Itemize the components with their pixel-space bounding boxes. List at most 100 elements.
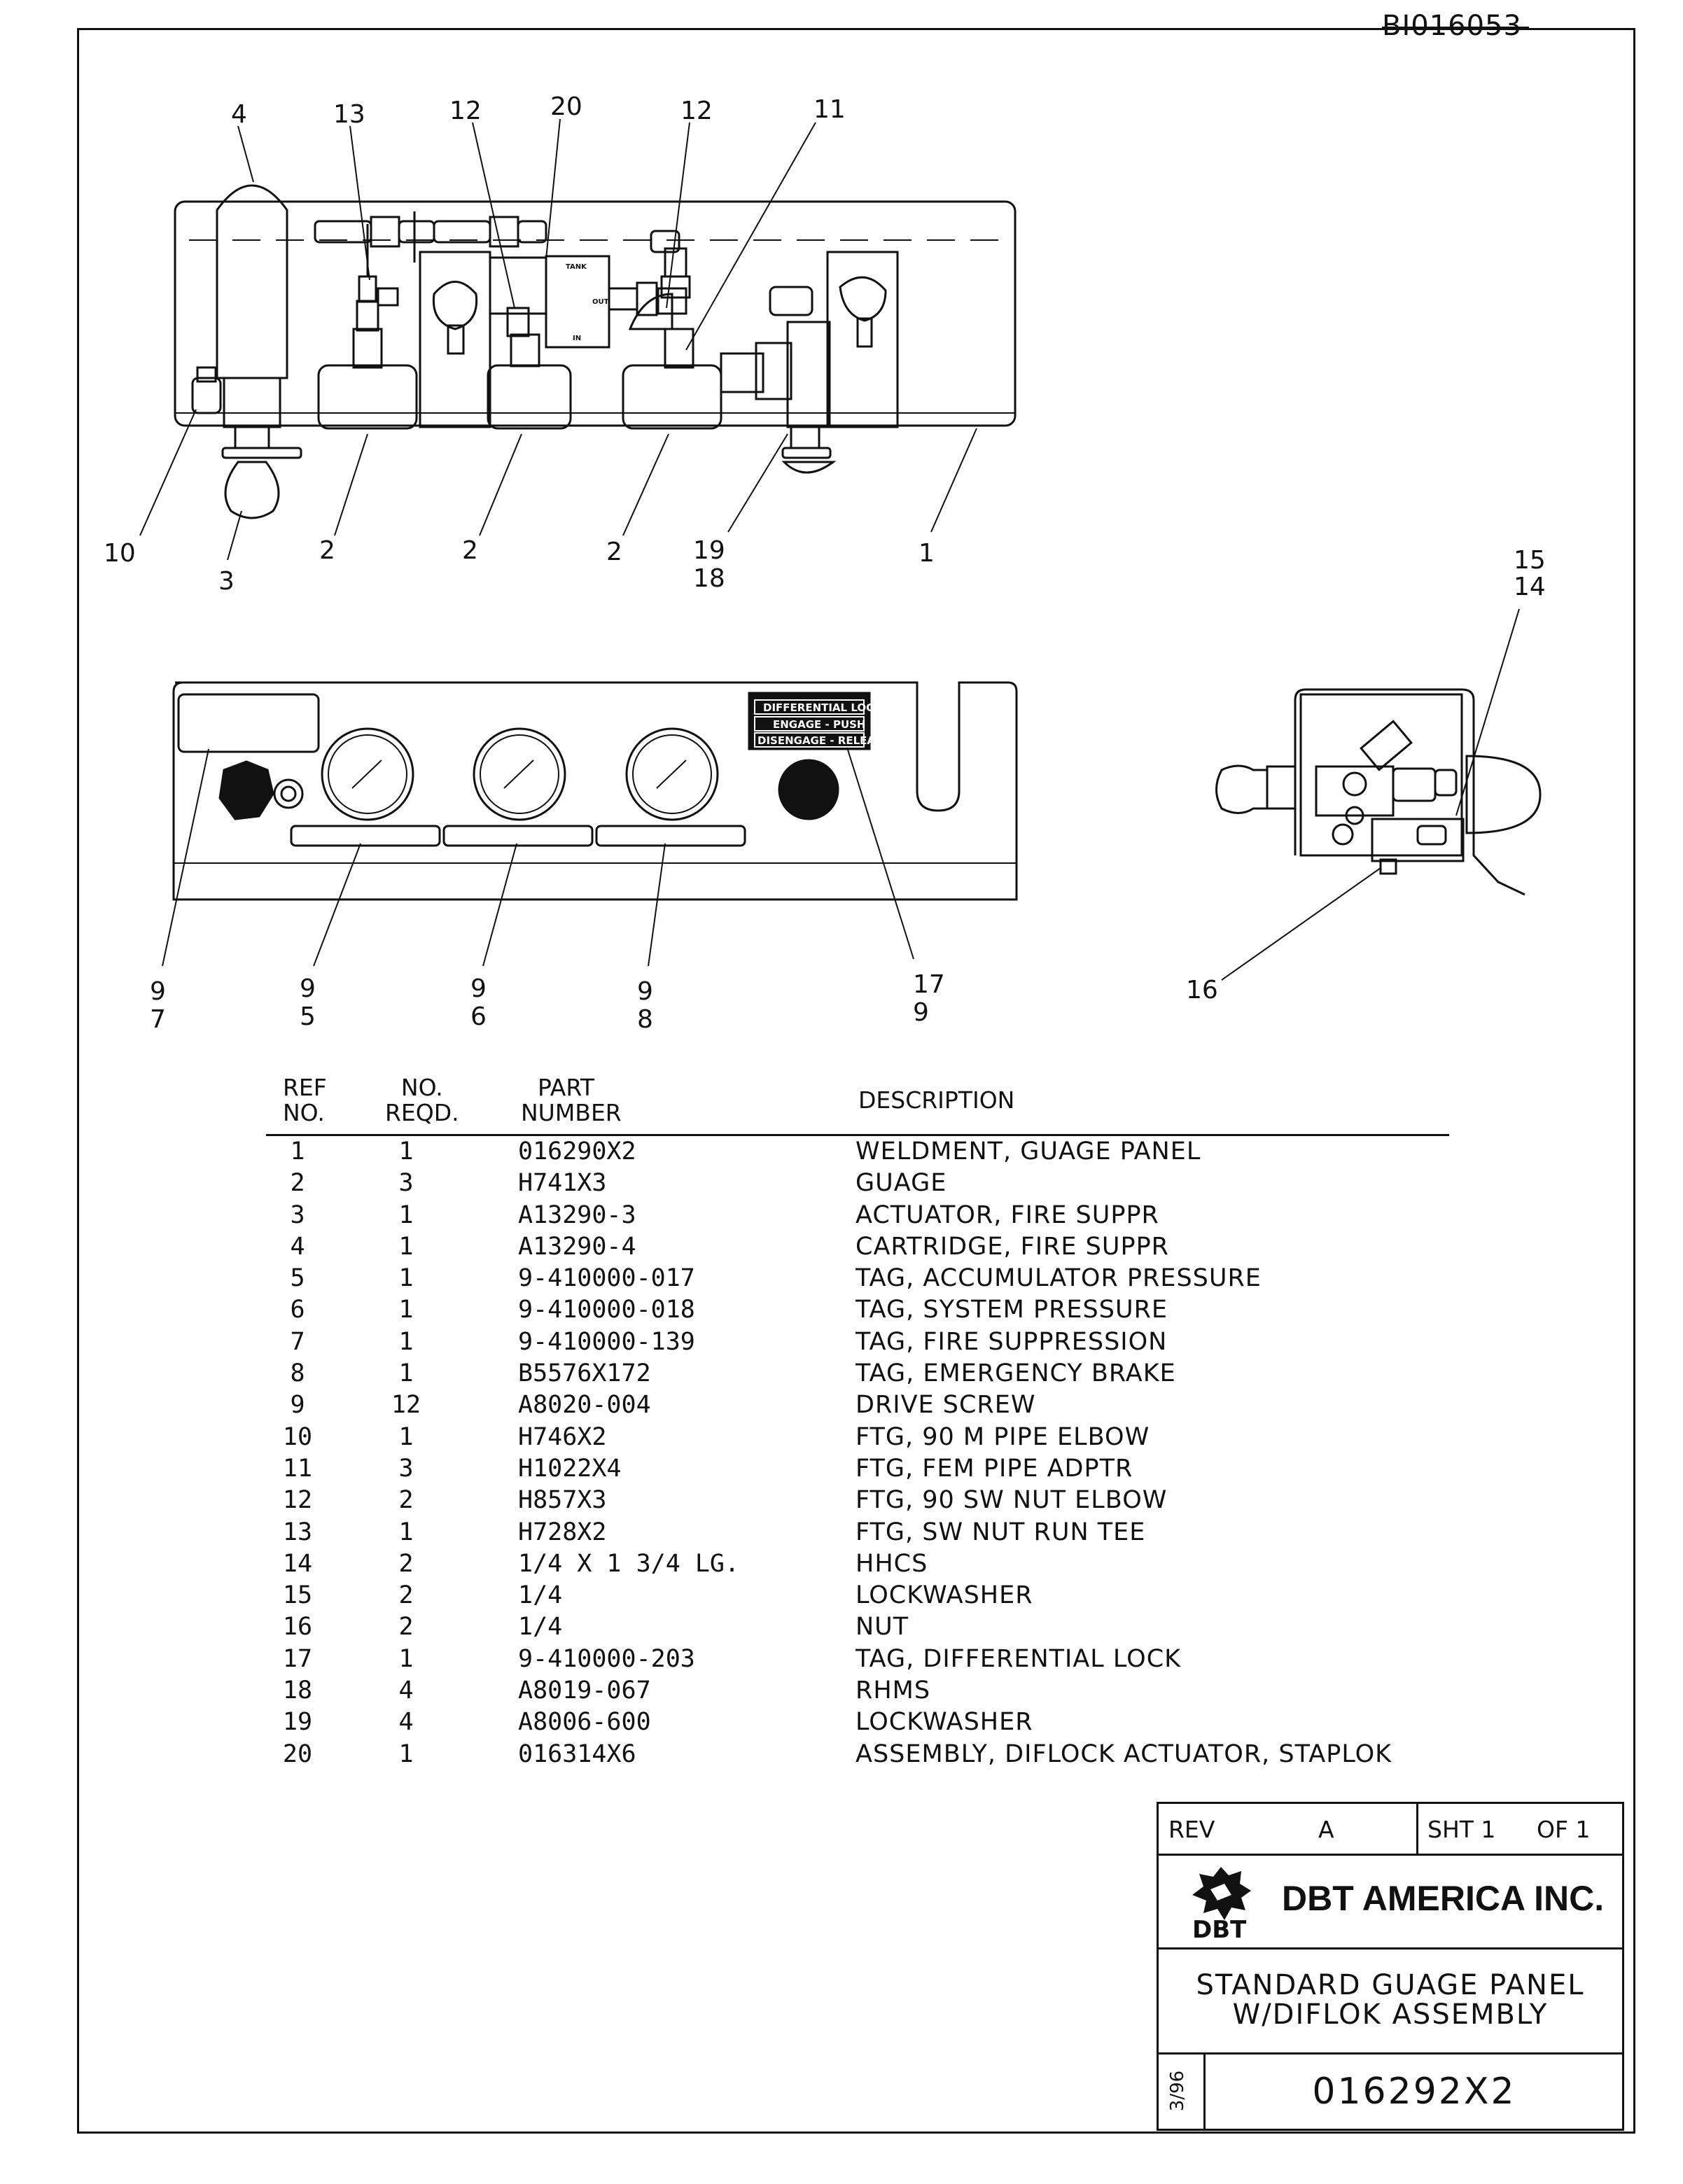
ref-cell: 7 — [290, 1327, 305, 1356]
gauge-face-1 — [321, 727, 414, 821]
valve-tank-label: TANK — [566, 263, 587, 271]
ref-cell: 8 — [290, 1359, 305, 1388]
header-part-number: PART NUMBER — [521, 1074, 622, 1126]
gauge-face-3 — [625, 727, 719, 821]
ref-cell: 19 — [282, 1708, 313, 1737]
assembly-drawing: 4 13 12 20 12 11 10 3 2 2 2 19 18 1 15 1… — [104, 92, 1546, 1034]
ref-cell: 9 — [290, 1391, 305, 1420]
header-description: DESCRIPTION — [858, 1086, 1015, 1114]
qty-cell: 1 — [398, 1359, 414, 1388]
callout-2c: 2 — [606, 538, 622, 566]
table-row: 8 1 B5576X172 TAG, EMERGENCY BRAKE — [266, 1358, 1449, 1390]
description-cell: FTG, SW NUT RUN TEE — [856, 1518, 1146, 1546]
callout-11: 11 — [813, 95, 846, 124]
diff-tag-line-1: DIFFERENTIAL LOCK — [763, 701, 883, 714]
tag-accumulator-pressure — [290, 825, 441, 847]
qty-cell: 2 — [398, 1486, 414, 1515]
ref-cell: 14 — [282, 1549, 313, 1578]
callout-12b: 12 — [680, 97, 713, 125]
drawing-number: 016292X2 — [1312, 2071, 1516, 2113]
dbt-logo-icon — [1192, 1867, 1251, 1920]
callout-18: 18 — [693, 564, 725, 593]
cartridge — [216, 184, 288, 379]
side-view — [1215, 608, 1542, 981]
part-number-cell: H857X3 — [518, 1486, 607, 1515]
diff-tag-line-3: DISENGAGE - RELEASE — [757, 734, 890, 747]
panel-front — [172, 681, 1018, 901]
description-cell: FTG, 90 SW NUT ELBOW — [856, 1486, 1168, 1515]
table-row: 12 2 H857X3 FTG, 90 SW NUT ELBOW — [266, 1485, 1449, 1516]
description-cell: ACTUATOR, FIRE SUPPR — [856, 1200, 1159, 1229]
callout-14: 14 — [1514, 573, 1546, 601]
qty-cell: 4 — [398, 1676, 414, 1705]
of-label: OF 1 — [1537, 1816, 1591, 1843]
ref-cell: 16 — [282, 1613, 313, 1642]
callout-13: 13 — [333, 100, 365, 129]
callout-3: 3 — [218, 567, 235, 596]
qty-cell: 1 — [398, 1232, 414, 1261]
logo-text: DBT — [1192, 1916, 1247, 1944]
description-cell: TAG, FIRE SUPPRESSION — [856, 1327, 1168, 1356]
callout-9d: 9 — [637, 977, 653, 1006]
drawing-id: BI016053 — [1382, 10, 1522, 42]
sheet-border — [77, 28, 1635, 2134]
description-cell: RHMS — [856, 1676, 931, 1705]
callout-5: 5 — [300, 1002, 316, 1031]
tag-emergency-brake — [595, 825, 746, 847]
ref-cell: 2 — [290, 1169, 305, 1198]
part-number-cell: 016290X2 — [518, 1138, 636, 1166]
part-number-cell: A13290-3 — [518, 1200, 636, 1229]
callout-15: 15 — [1514, 546, 1546, 575]
qty-cell: 1 — [398, 1422, 414, 1451]
rev-label: REV — [1168, 1816, 1215, 1843]
title-line-1: STANDARD GUAGE PANEL — [1196, 1969, 1585, 2001]
side-knob — [1215, 764, 1269, 814]
qty-cell: 2 — [398, 1549, 414, 1578]
drawing-number-row: 3/96 016292X2 — [1159, 2054, 1622, 2129]
part-number-cell: H746X2 — [518, 1422, 607, 1451]
valve-in-label: IN — [573, 335, 581, 342]
qty-cell: 1 — [398, 1740, 414, 1768]
qty-cell: 12 — [391, 1391, 421, 1420]
callout-9a: 9 — [150, 977, 166, 1006]
qty-cell: 2 — [398, 1581, 414, 1610]
description-cell: TAG, ACCUMULATOR PRESSURE — [856, 1264, 1262, 1293]
part-number-cell: B5576X172 — [518, 1359, 651, 1388]
callout-12a: 12 — [449, 97, 482, 125]
ref-cell: 6 — [290, 1296, 305, 1324]
gauge-top-3 — [622, 364, 722, 430]
top-view — [139, 118, 1017, 561]
qty-cell: 2 — [398, 1613, 414, 1642]
callout-labels: 4 13 12 20 12 11 10 3 2 2 2 19 18 1 15 1… — [104, 92, 1546, 1034]
qty-cell: 1 — [398, 1138, 414, 1166]
description-cell: ASSEMBLY, DIFLOCK ACTUATOR, STAPLOK — [856, 1740, 1392, 1768]
callout-8: 8 — [637, 1005, 653, 1034]
qty-cell: 1 — [398, 1644, 414, 1673]
description-cell: CARTRIDGE, FIRE SUPPR — [856, 1232, 1169, 1261]
ref-cell: 5 — [290, 1264, 305, 1293]
description-cell: NUT — [856, 1613, 909, 1642]
gauge-top-1 — [317, 364, 418, 430]
part-number-cell: A13290-4 — [518, 1232, 636, 1261]
part-number-cell: 9-410000-203 — [518, 1644, 695, 1673]
callout-2b: 2 — [462, 536, 478, 565]
ref-cell: 10 — [282, 1422, 313, 1451]
qty-cell: 1 — [398, 1264, 414, 1293]
part-number-cell: A8020-004 — [518, 1391, 651, 1420]
description-cell: TAG, EMERGENCY BRAKE — [856, 1359, 1176, 1388]
part-number-cell: 1/4 — [518, 1613, 563, 1642]
ref-cell: 12 — [282, 1486, 313, 1515]
callout-10: 10 — [104, 539, 136, 568]
company-name: DBT AMERICA INC. — [1282, 1879, 1605, 1918]
callout-17: 17 — [913, 970, 945, 999]
parts-table-header: REF NO. NO. REQD. PART NUMBER DESCRIPTIO… — [266, 1071, 1449, 1136]
fire-suppression-knob — [218, 760, 274, 820]
part-number-cell: H1022X4 — [518, 1454, 622, 1483]
